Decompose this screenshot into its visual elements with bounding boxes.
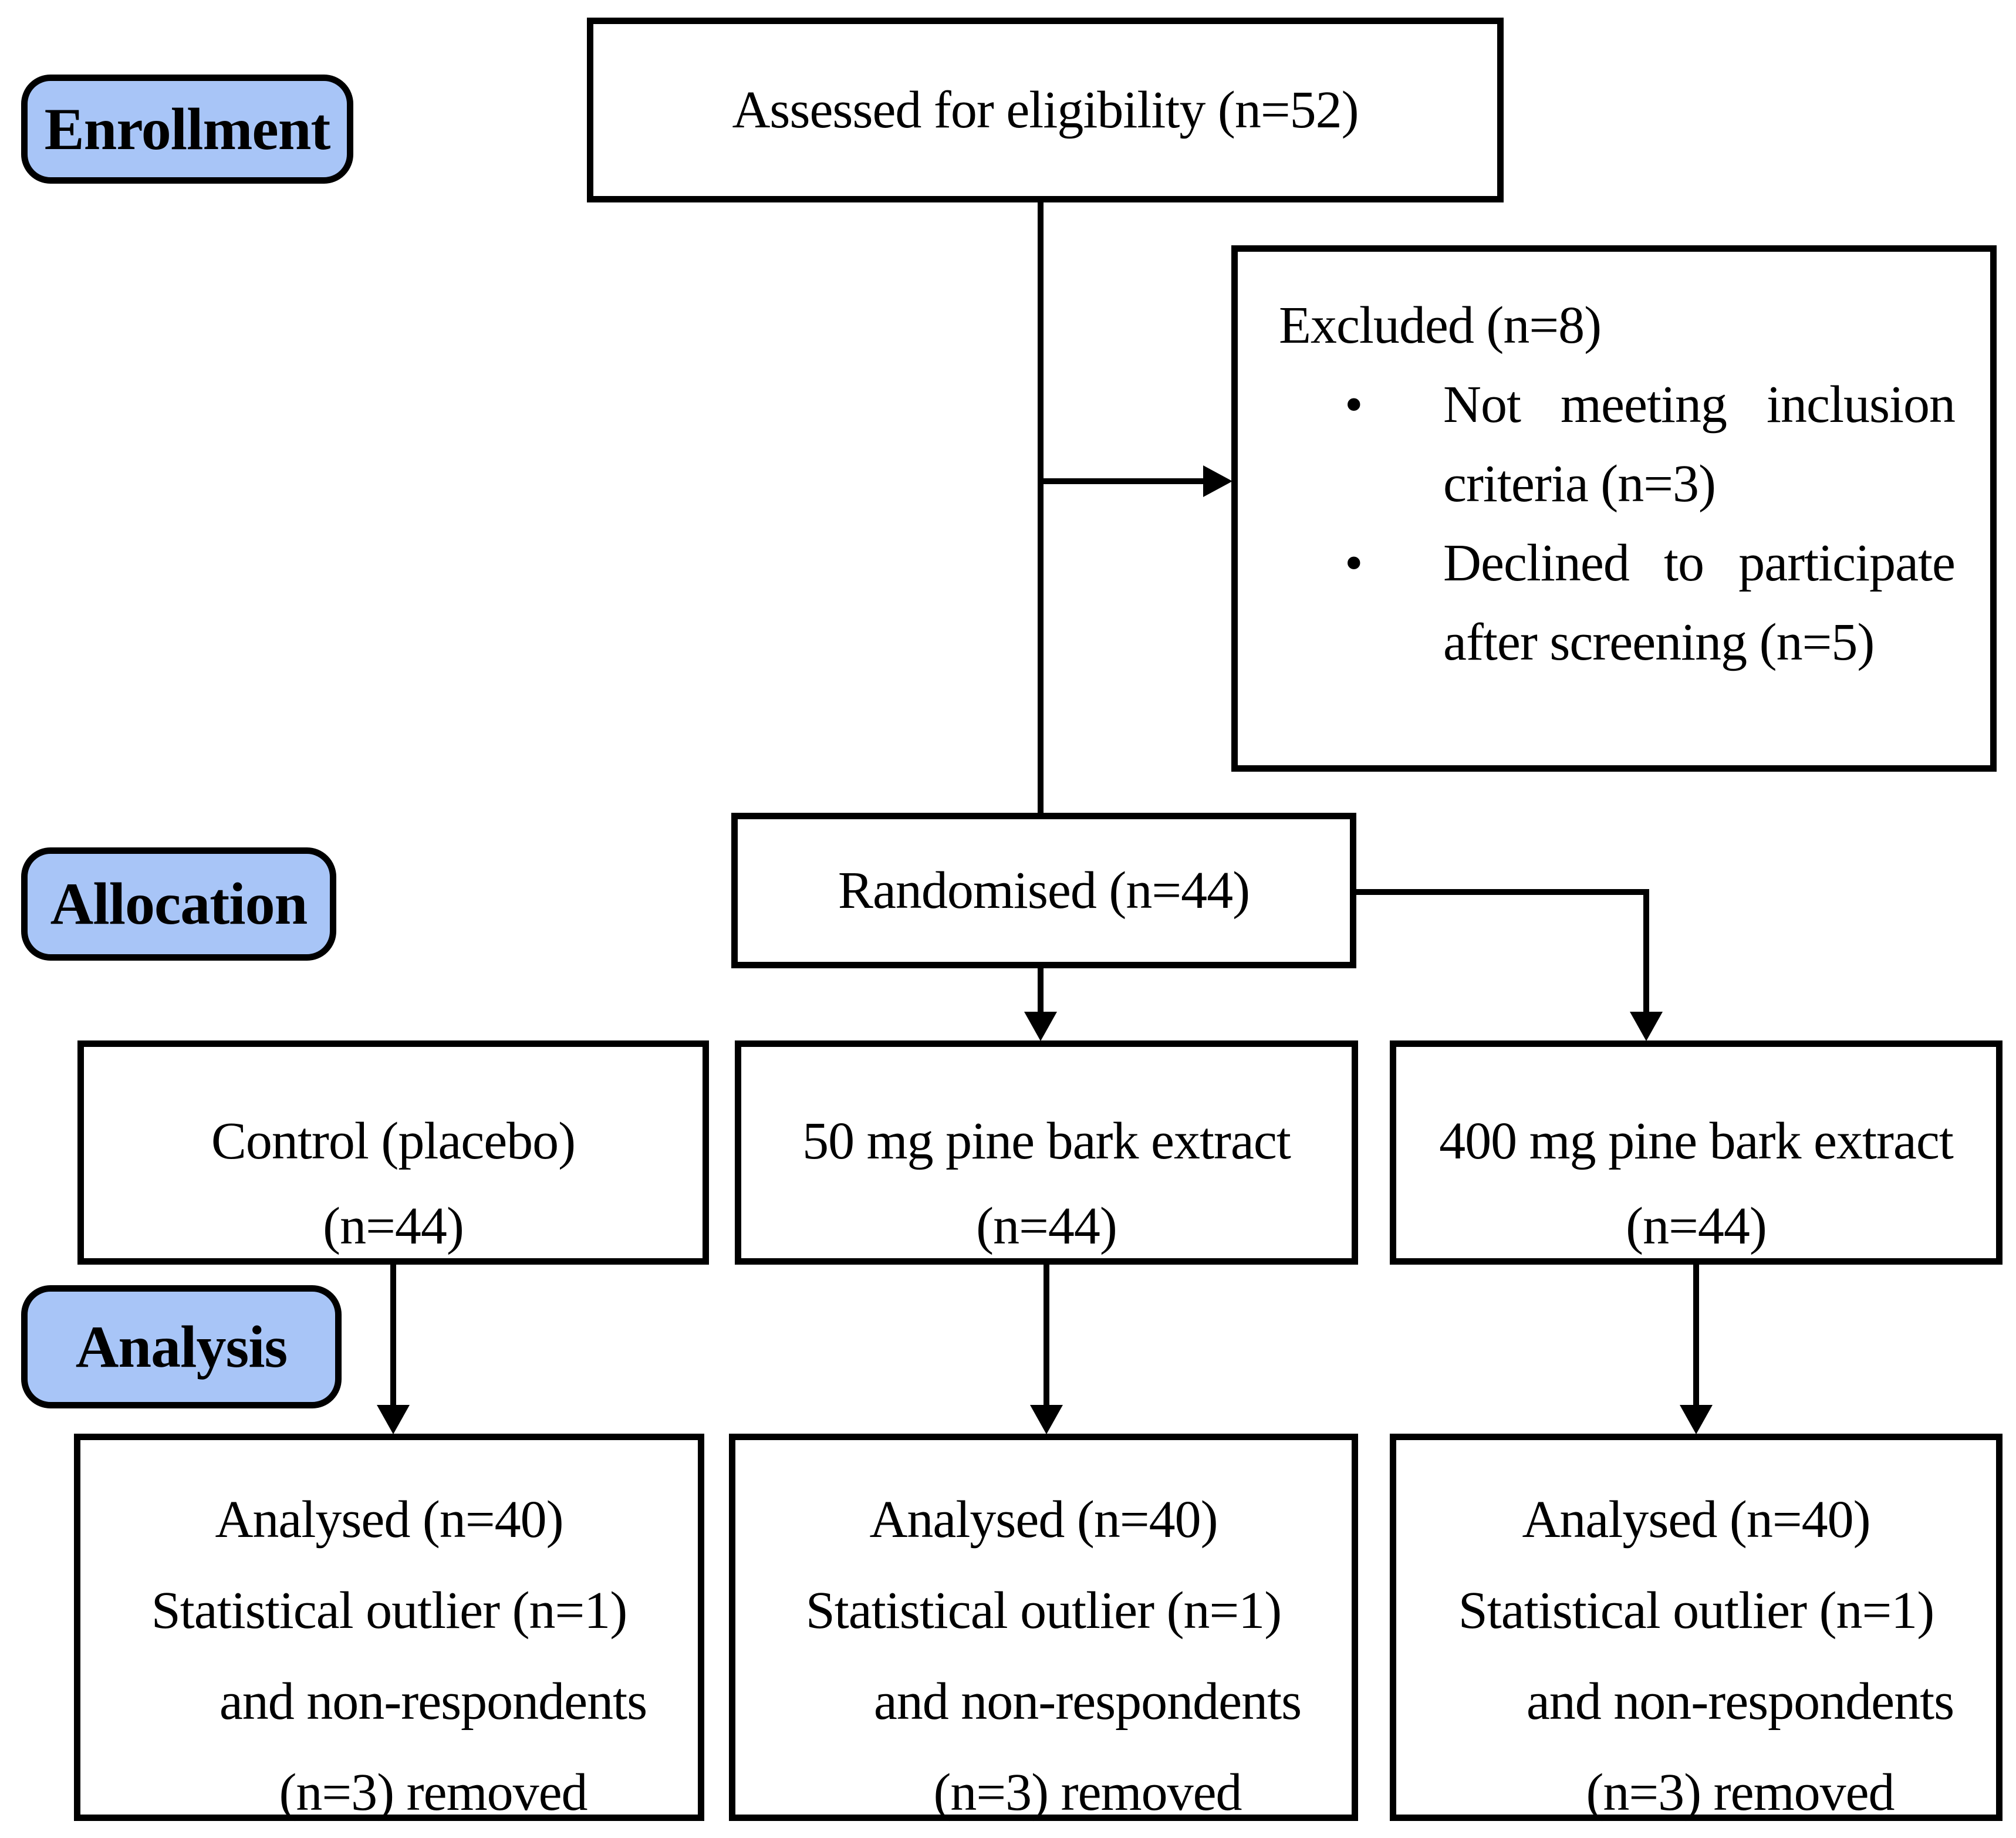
bullet-icon: • xyxy=(1345,534,1363,592)
stage-label-analysis: Analysis xyxy=(21,1285,342,1408)
arrowhead-mid-arm-icon xyxy=(1024,1012,1057,1041)
randomised-box: Randomised (n=44) xyxy=(731,813,1356,968)
excluded-item-2: • Declined to participate after screenin… xyxy=(1279,523,1956,682)
randomised-text: Randomised (n=44) xyxy=(838,861,1250,920)
arrowhead-control-analysed-icon xyxy=(377,1405,410,1434)
connector-excluded-horizontal xyxy=(1041,478,1203,484)
stage-label-allocation-text: Allocation xyxy=(50,871,308,937)
stage-label-analysis-text: Analysis xyxy=(75,1313,288,1380)
dose-50mg-line-1: 50 mg pine bark extract xyxy=(802,1112,1291,1170)
analysed-control-line-1: Analysed (n=40) xyxy=(215,1491,563,1549)
control-placebo-line-1: Control (placebo) xyxy=(211,1112,576,1170)
analysed-control-line-3: and non-respondents xyxy=(219,1673,647,1731)
analysed-50mg-line-1: Analysed (n=40) xyxy=(869,1491,1218,1549)
connector-right-down xyxy=(1693,1265,1699,1405)
control-placebo-line-2: (n=44) xyxy=(323,1197,464,1255)
connector-mid-down xyxy=(1044,1265,1049,1405)
analysed-400mg-line-1: Analysed (n=40) xyxy=(1522,1491,1870,1549)
dose-400mg-line-1: 400 mg pine bark extract xyxy=(1439,1112,1954,1170)
arrowhead-right-analysed-icon xyxy=(1680,1405,1713,1434)
dose-400mg-line-2: (n=44) xyxy=(1626,1197,1767,1255)
analysed-box-control: Analysed (n=40) Statistical outlier (n=1… xyxy=(74,1434,704,1822)
assessed-eligibility-box: Assessed for eligibility (n=52) xyxy=(587,18,1504,202)
arrowhead-excluded-icon xyxy=(1203,465,1232,497)
analysed-400mg-line-4: (n=3) removed xyxy=(1586,1763,1895,1822)
stage-label-allocation: Allocation xyxy=(21,847,336,961)
connector-control-down xyxy=(390,1265,396,1405)
excluded-item-2-line-2: after screening (n=5) xyxy=(1443,613,1875,671)
connector-randomised-down xyxy=(1038,968,1044,1014)
stage-label-enrollment-text: Enrollment xyxy=(44,96,331,163)
dose-50mg-line-2: (n=44) xyxy=(976,1197,1117,1255)
excluded-item-1: • Not meeting inclusion criteria (n=3) xyxy=(1279,365,1956,523)
bullet-icon: • xyxy=(1345,376,1363,434)
analysed-control-line-2: Statistical outlier (n=1) xyxy=(151,1582,628,1640)
connector-main-vertical xyxy=(1038,202,1044,813)
excluded-box: Excluded (n=8) • Not meeting inclusion c… xyxy=(1231,245,1997,772)
assessed-eligibility-text: Assessed for eligibility (n=52) xyxy=(732,81,1359,139)
excluded-item-2-line-1: Declined to participate xyxy=(1443,534,1956,592)
analysed-400mg-line-2: Statistical outlier (n=1) xyxy=(1458,1582,1935,1640)
control-placebo-box: Control (placebo) (n=44) xyxy=(77,1040,709,1265)
excluded-item-2-lines: Declined to participate after screening … xyxy=(1443,523,1956,682)
dose-50mg-box: 50 mg pine bark extract (n=44) xyxy=(735,1040,1358,1265)
dose-400mg-box: 400 mg pine bark extract (n=44) xyxy=(1390,1040,2003,1265)
connector-right-branch-vertical xyxy=(1643,889,1649,1012)
analysed-box-50mg: Analysed (n=40) Statistical outlier (n=1… xyxy=(729,1434,1358,1822)
analysed-50mg-line-2: Statistical outlier (n=1) xyxy=(805,1582,1282,1640)
analysed-50mg-line-4: (n=3) removed xyxy=(933,1763,1242,1822)
arrowhead-mid-analysed-icon xyxy=(1030,1405,1063,1434)
connector-right-branch-horizontal xyxy=(1356,889,1646,895)
excluded-item-1-line-1: Not meeting inclusion xyxy=(1443,376,1956,434)
arrowhead-right-arm-icon xyxy=(1630,1012,1663,1041)
excluded-item-1-lines: Not meeting inclusion criteria (n=3) xyxy=(1443,365,1956,523)
analysed-box-400mg: Analysed (n=40) Statistical outlier (n=1… xyxy=(1390,1434,2003,1822)
excluded-title: Excluded (n=8) xyxy=(1279,296,1602,354)
excluded-item-1-line-2: criteria (n=3) xyxy=(1443,455,1716,513)
stage-label-enrollment: Enrollment xyxy=(21,75,353,184)
analysed-control-line-4: (n=3) removed xyxy=(279,1763,587,1822)
analysed-50mg-line-3: and non-respondents xyxy=(873,1673,1302,1731)
analysed-400mg-line-3: and non-respondents xyxy=(1526,1673,1954,1731)
